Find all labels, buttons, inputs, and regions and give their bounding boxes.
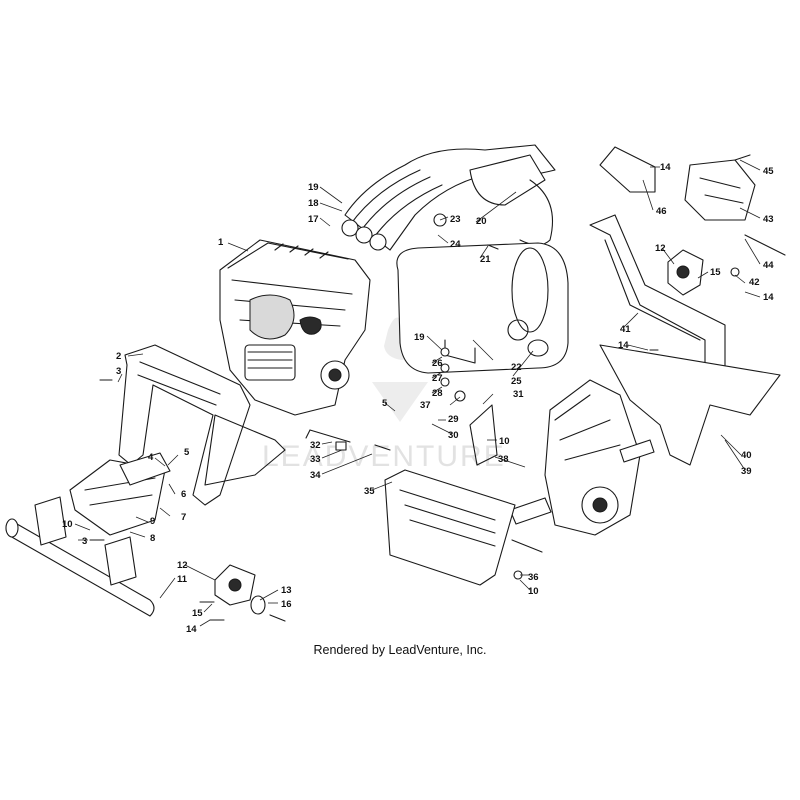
callout-30: 30: [448, 430, 459, 441]
callout-15-front: 15: [192, 608, 203, 619]
callout-28: 28: [432, 388, 443, 399]
callout-24: 24: [450, 239, 461, 250]
engine: [219, 239, 371, 416]
callout-11: 11: [177, 574, 188, 585]
callout-37: 37: [420, 400, 431, 411]
callout-18: 18: [308, 198, 319, 209]
callout-35: 35: [364, 486, 375, 497]
callout-39: 39: [741, 466, 752, 477]
callout-27: 27: [432, 373, 443, 384]
footer-credit: Rendered by LeadVenture, Inc.: [313, 643, 487, 657]
callout-40: 40: [741, 450, 752, 461]
exhaust-header: [341, 144, 556, 251]
callout-10-left: 10: [62, 519, 73, 530]
callout-32: 32: [310, 440, 321, 451]
callout-10-lower: 10: [528, 586, 539, 597]
callout-14-right: 14: [763, 292, 774, 303]
callout-36: 36: [528, 572, 539, 583]
engine-mount-front: [214, 564, 286, 622]
callout-19-lower: 19: [414, 332, 425, 343]
callout-43: 43: [763, 214, 774, 225]
skid-plate: [69, 452, 171, 536]
engine-frame: [118, 344, 286, 506]
crossmember: [5, 496, 155, 617]
callout-20: 20: [476, 216, 487, 227]
callout-10-right: 10: [499, 436, 510, 447]
heat-shield: [599, 344, 781, 466]
callout-26: 26: [432, 358, 443, 369]
callout-5-left: 5: [184, 447, 190, 458]
callout-15-rear: 15: [710, 267, 721, 278]
callout-7: 7: [181, 512, 186, 523]
callout-1: 1: [218, 237, 224, 248]
callout-14-upper: 14: [660, 162, 671, 173]
callout-42: 42: [749, 277, 760, 288]
transmission: [509, 379, 655, 536]
callout-2: 2: [116, 351, 121, 362]
watermark: LEADVENTURE: [262, 316, 506, 473]
callouts: 1 2 3 4 5 6 7 8 9 10 11 12 13 14 15 16 1…: [62, 162, 774, 635]
callout-31: 31: [513, 389, 524, 400]
callout-38: 38: [498, 454, 509, 465]
callout-13: 13: [281, 585, 292, 596]
callout-41: 41: [620, 324, 631, 335]
callout-6: 6: [181, 489, 186, 500]
callout-34: 34: [310, 470, 321, 481]
watermark-text: LEADVENTURE: [262, 440, 506, 473]
callout-22: 22: [511, 362, 522, 373]
callout-5-right: 5: [382, 398, 388, 409]
callout-8: 8: [150, 533, 155, 544]
callout-3-lower: 3: [82, 536, 87, 547]
muffler: [396, 242, 569, 374]
callout-23: 23: [450, 214, 461, 225]
callout-44: 44: [763, 260, 774, 271]
rear-upper-mount: [599, 146, 786, 256]
leader-lines: [74, 159, 761, 627]
transmission-mount-plate: [384, 404, 516, 586]
callout-33: 33: [310, 454, 321, 465]
callout-12-front: 12: [177, 560, 188, 571]
callout-17: 17: [308, 214, 319, 225]
callout-25: 25: [511, 376, 522, 387]
callout-9: 9: [150, 516, 155, 527]
callout-12-rear: 12: [655, 243, 666, 254]
engine-mount-rear: [667, 249, 704, 296]
callout-3-upper: 3: [116, 366, 121, 377]
callout-29: 29: [448, 414, 459, 425]
callout-45: 45: [763, 166, 774, 177]
callout-46: 46: [656, 206, 667, 217]
callout-21: 21: [480, 254, 491, 265]
callout-14-lower: 14: [618, 340, 629, 351]
callout-19-upper: 19: [308, 182, 319, 193]
callout-4: 4: [148, 452, 154, 463]
callout-16: 16: [281, 599, 292, 610]
callout-14-front: 14: [186, 624, 197, 635]
